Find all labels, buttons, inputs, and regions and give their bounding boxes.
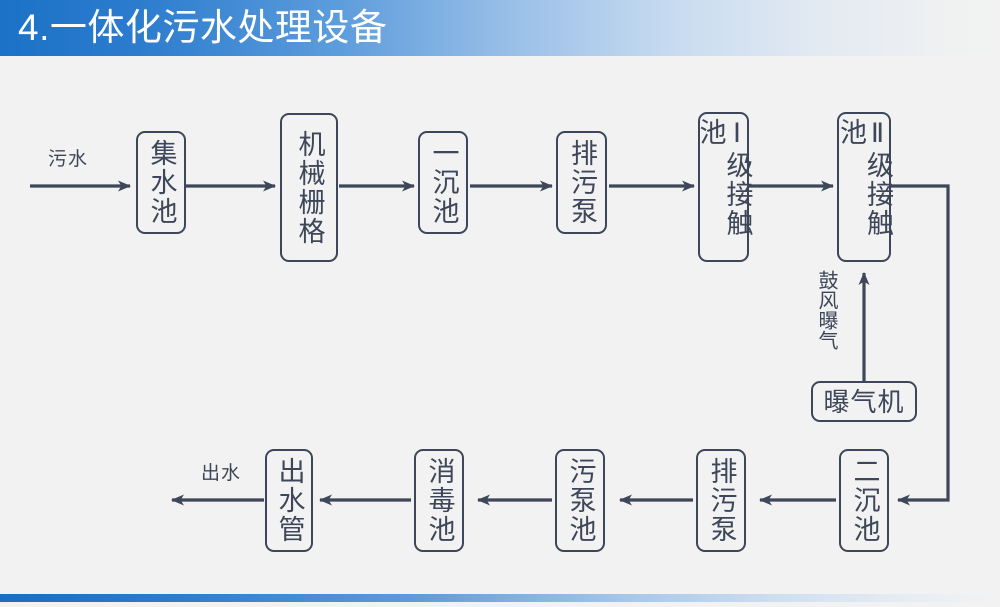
node-mechanical-grille[interactable]: 机械栅格 — [280, 113, 338, 262]
node-contact-tank-1[interactable]: Ⅰ级接触池 — [696, 112, 753, 262]
node-contact-tank-2[interactable]: Ⅱ级接触池 — [836, 112, 893, 262]
node-aerator[interactable]: 曝气机 — [811, 381, 917, 422]
aeration-label: 鼓风曝气 — [815, 270, 837, 350]
node-secondary-settling-tank[interactable]: 二沉池 — [839, 449, 889, 552]
outlet-label: 出水 — [201, 463, 242, 484]
node-collection-tank[interactable]: 集水池 — [136, 131, 186, 234]
flow-connectors — [30, 180, 950, 506]
inlet-label: 污水 — [48, 149, 89, 170]
footer-background — [0, 602, 1000, 607]
node-sewage-pump-top[interactable]: 排污泵 — [556, 131, 607, 234]
node-effluent-pipe[interactable]: 出水管 — [265, 449, 313, 552]
node-sewage-pump-bottom[interactable]: 排污泵 — [696, 449, 746, 552]
node-sludge-pump-tank[interactable]: 污泵池 — [555, 449, 605, 552]
node-disinfection-tank[interactable]: 消毒池 — [414, 449, 464, 552]
header-bar: 4.一体化污水处理设备 — [0, 0, 1000, 56]
process-flow-diagram: 污水 出水 鼓风曝气 集水池 机械栅格 一沉池 排污泵 Ⅰ级接触池 Ⅱ级接触池 … — [0, 56, 1000, 594]
node-primary-settling-tank[interactable]: 一沉池 — [418, 131, 468, 234]
footer-accent-bar — [0, 594, 1000, 602]
page-title: 4.一体化污水处理设备 — [18, 7, 388, 48]
